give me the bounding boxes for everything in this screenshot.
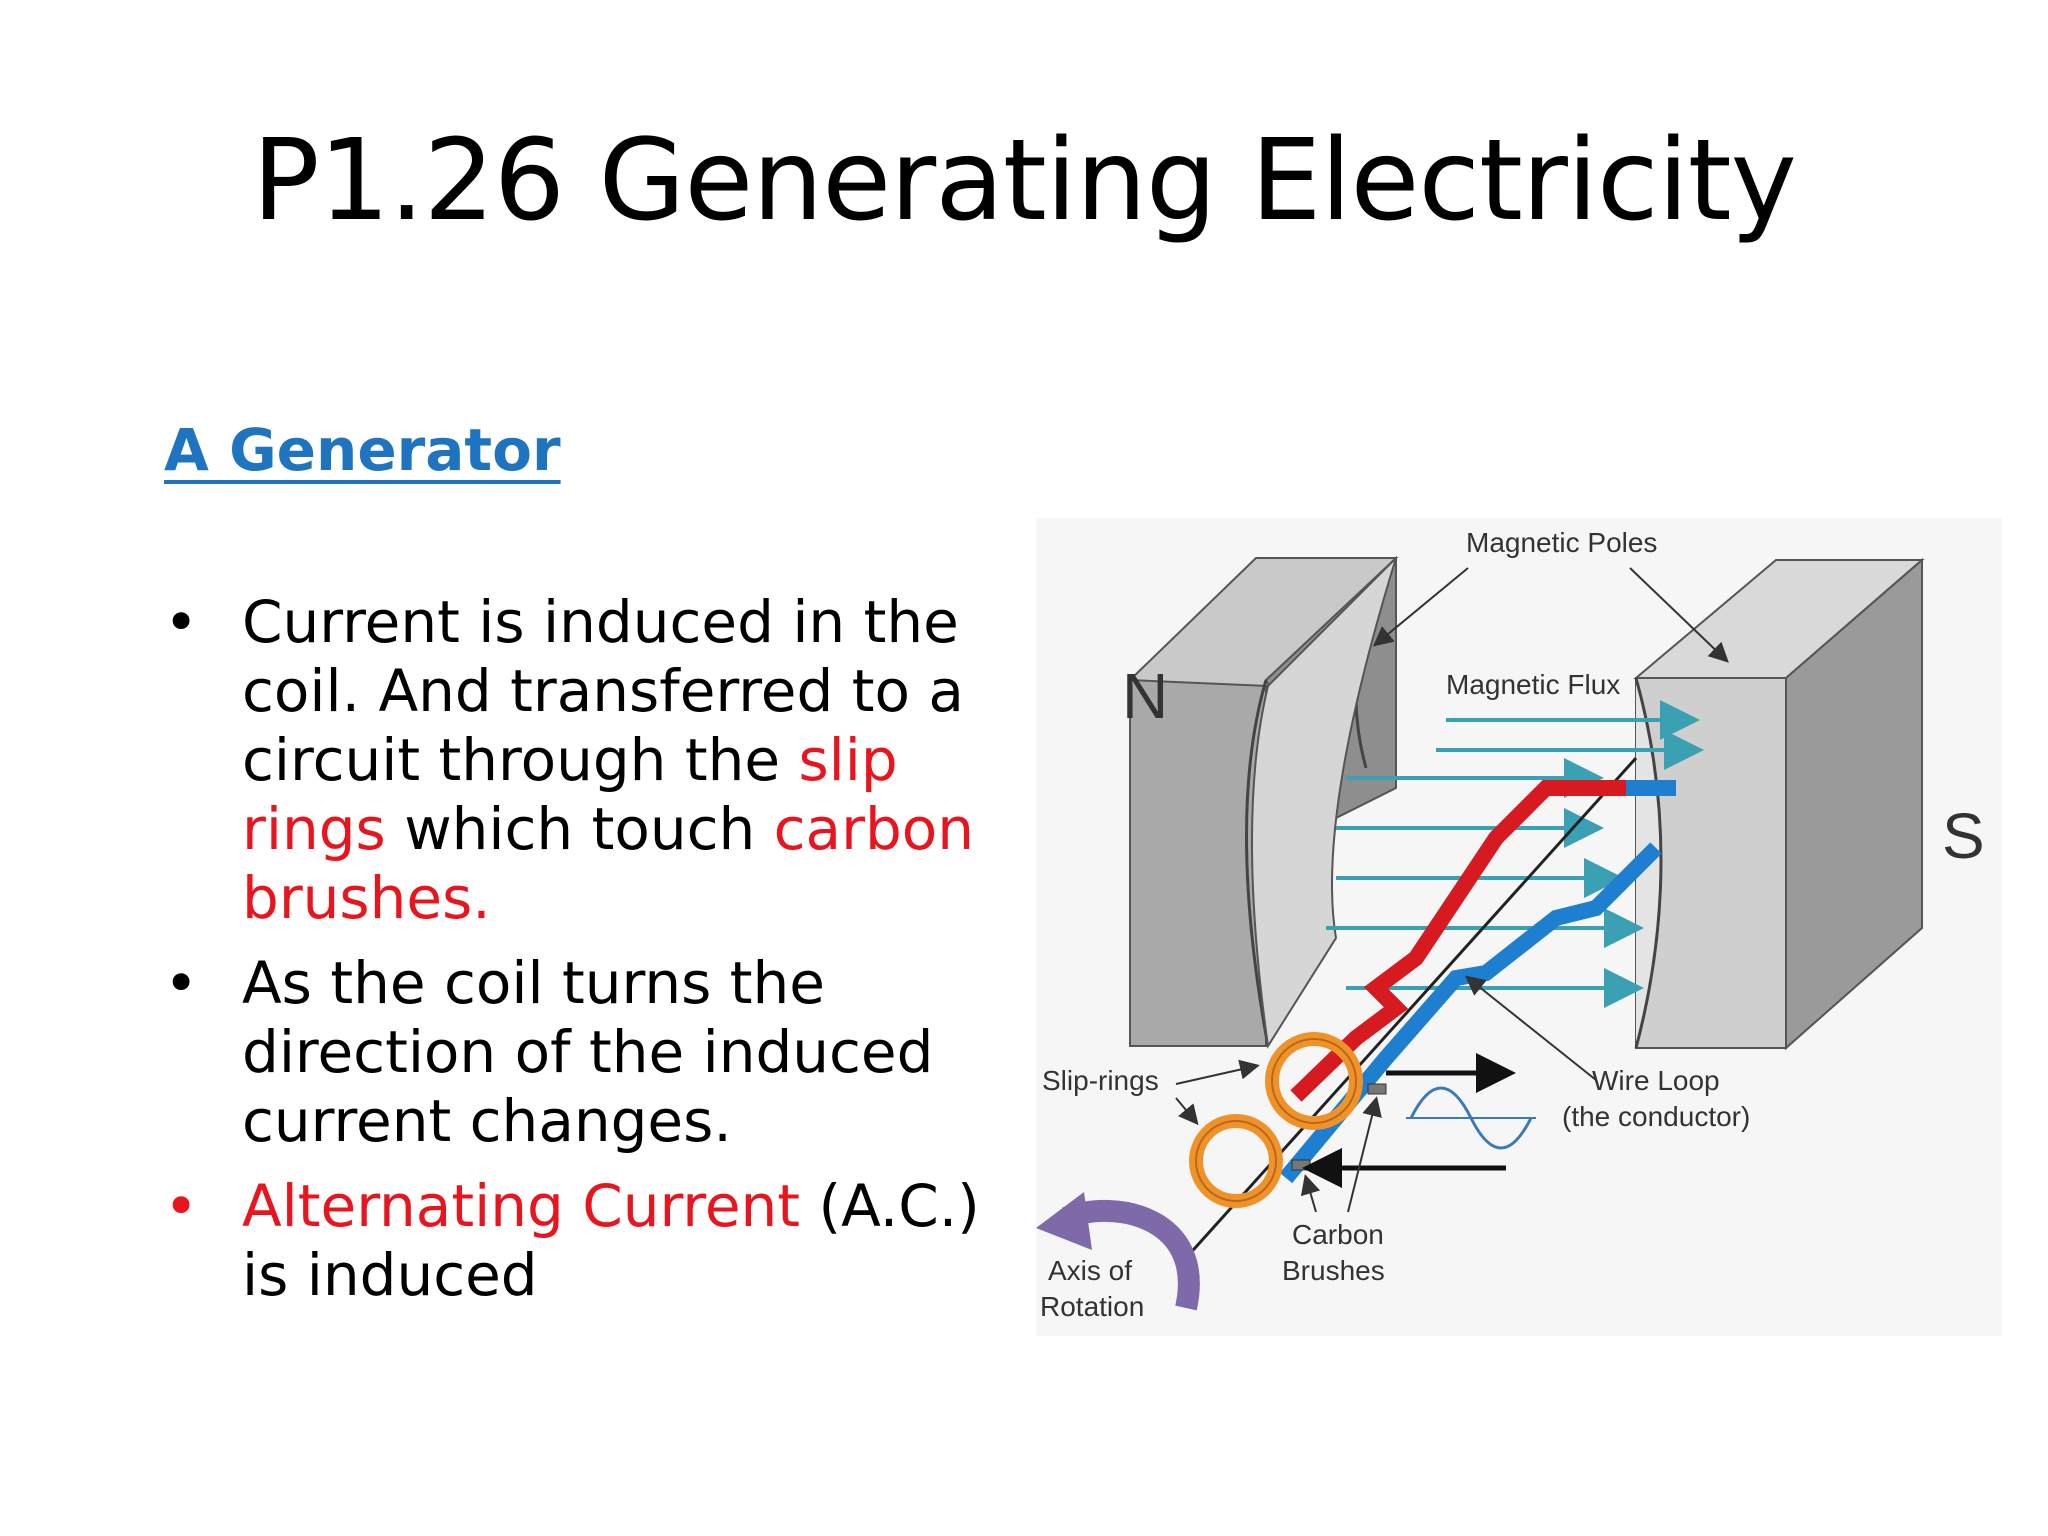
leader-brush-2 bbox=[1347, 1096, 1382, 1213]
south-magnet bbox=[1633, 557, 1925, 1051]
label-north: N bbox=[1122, 660, 1168, 732]
bullet-dot: • bbox=[164, 588, 199, 656]
bullet-item: • As the coil turns the direction of the… bbox=[164, 949, 1014, 1156]
label-magnetic-flux: Magnetic Flux bbox=[1446, 669, 1620, 700]
label-south: S bbox=[1942, 800, 1985, 872]
generator-diagram-svg: Magnetic Poles Magnetic Flux N S Slip-ri… bbox=[1036, 518, 2002, 1336]
generator-diagram: Magnetic Poles Magnetic Flux N S Slip-ri… bbox=[1036, 518, 2002, 1336]
north-magnet bbox=[1127, 555, 1399, 1049]
bullet-item: • Current is induced in the coil. And tr… bbox=[164, 588, 1014, 933]
bullet-dot: • bbox=[164, 1172, 199, 1240]
wire-loop-blue bbox=[1279, 842, 1662, 1184]
wire-loop-red bbox=[1290, 780, 1626, 1102]
bullet-text: As the coil turns the direction of the i… bbox=[242, 949, 934, 1155]
label-magnetic-poles: Magnetic Poles bbox=[1466, 527, 1657, 558]
label-rotation: Rotation bbox=[1040, 1291, 1144, 1322]
leader-slip-2 bbox=[1175, 1097, 1199, 1126]
bullet-item: • Alternating Current (A.C.) is induced bbox=[164, 1172, 1014, 1310]
slip-rings bbox=[1189, 1032, 1363, 1208]
label-wire-loop-sub: (the conductor) bbox=[1562, 1101, 1750, 1132]
carbon-brush-upper bbox=[1367, 1083, 1387, 1095]
subheading: A Generator bbox=[164, 416, 561, 484]
bullet-list: • Current is induced in the coil. And tr… bbox=[164, 588, 1014, 1326]
leader-poles-left bbox=[1372, 567, 1469, 647]
label-brushes: Brushes bbox=[1282, 1255, 1385, 1286]
slide-title: P1.26 Generating Electricity bbox=[252, 116, 1797, 246]
bullet-text: Alternating Current (A.C.) is induced bbox=[242, 1172, 980, 1309]
ac-sine-wave-icon bbox=[1406, 1086, 1536, 1150]
magnetic-flux-arrows bbox=[1326, 700, 1704, 1008]
rotation-axis bbox=[1184, 756, 1638, 1260]
label-slip-rings: Slip-rings bbox=[1042, 1065, 1159, 1096]
leader-poles-right bbox=[1629, 567, 1729, 663]
leader-brush-1 bbox=[1300, 1174, 1321, 1213]
rotation-arrowhead-icon bbox=[1036, 1192, 1092, 1250]
bullet-text: Current is induced in the coil. And tran… bbox=[242, 588, 975, 932]
leader-slip-1 bbox=[1175, 1059, 1260, 1085]
leader-wire bbox=[1464, 975, 1597, 1081]
label-axis-of: Axis of bbox=[1048, 1255, 1132, 1286]
carbon-brush-lower bbox=[1291, 1159, 1311, 1171]
label-carbon: Carbon bbox=[1292, 1219, 1384, 1250]
label-wire-loop: Wire Loop bbox=[1592, 1065, 1720, 1096]
bullet-dot: • bbox=[164, 949, 199, 1017]
